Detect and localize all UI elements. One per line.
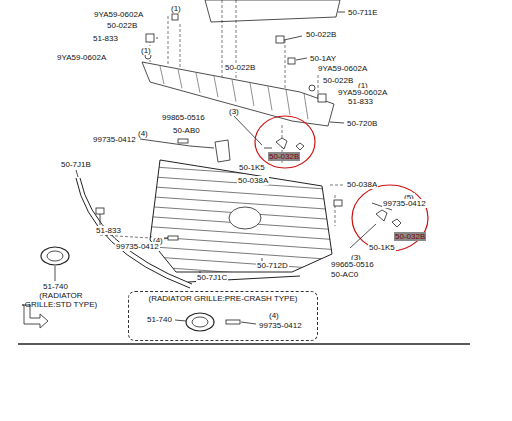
variant-note: (RADIATOR GRILLE:STD TYPE) <box>20 291 102 309</box>
side-bracket <box>215 140 230 162</box>
part-number: 50-038A <box>237 176 269 185</box>
part-number: 51-740 <box>146 315 173 324</box>
callout-number: (1) <box>140 46 152 55</box>
part-number: 50-022B <box>305 30 337 39</box>
part-number: 9YA59-0602A <box>337 88 388 97</box>
part-number: 50-1K5 <box>368 243 396 252</box>
part-number: 50-038A <box>346 180 378 189</box>
part-number: 50-AB0 <box>172 126 201 135</box>
part-number: 50-022B <box>106 21 138 30</box>
part-number: 50-022B <box>322 76 354 85</box>
part-number: 99735-0412 <box>382 199 427 208</box>
part-number: 99735-0412 <box>115 242 160 251</box>
part-number: 50-7J1B <box>60 160 92 169</box>
part-number: 50-711E <box>347 8 379 17</box>
part-number: 9YA59-0602A <box>317 64 368 73</box>
part-number: 99865-0516 <box>161 113 206 122</box>
callout-number: (3) <box>228 107 240 116</box>
part-number: 50-AC0 <box>330 270 359 279</box>
callout-number: (4) <box>268 311 280 320</box>
part-number: 50-022B <box>224 63 256 72</box>
radiator-grille <box>150 160 332 272</box>
part-number: 51-833 <box>92 34 119 43</box>
part-number: 9YA59-0602A <box>93 10 144 19</box>
cover-panel <box>205 0 340 22</box>
part-number: 99665-0516 <box>330 260 375 269</box>
emblem <box>41 247 69 265</box>
callout-number: (4) <box>137 129 149 138</box>
part-number: 99735-0412 <box>92 135 137 144</box>
part-number: 50-720B <box>346 119 378 128</box>
part-number: 50-1K5 <box>238 163 266 172</box>
variant-heading: (RADIATOR GRILLE:PRE-CRASH TYPE) <box>129 294 317 303</box>
part-number: 51-833 <box>347 97 374 106</box>
part-number: 99735-0412 <box>258 321 303 330</box>
part-number: 50-032B <box>394 232 426 241</box>
part-number: 50-7J1C <box>196 273 228 282</box>
part-number: 50-1AY <box>309 54 337 63</box>
callout-number: (1) <box>170 4 182 13</box>
upper-bracket <box>142 62 334 126</box>
part-number: 51-833 <box>95 226 122 235</box>
part-number: 50-712D <box>256 261 289 270</box>
part-number: 51-740 <box>42 282 69 291</box>
part-number: 9YA59-0602A <box>56 53 107 62</box>
part-number: 50-032B <box>268 152 300 161</box>
emblem <box>186 313 214 331</box>
